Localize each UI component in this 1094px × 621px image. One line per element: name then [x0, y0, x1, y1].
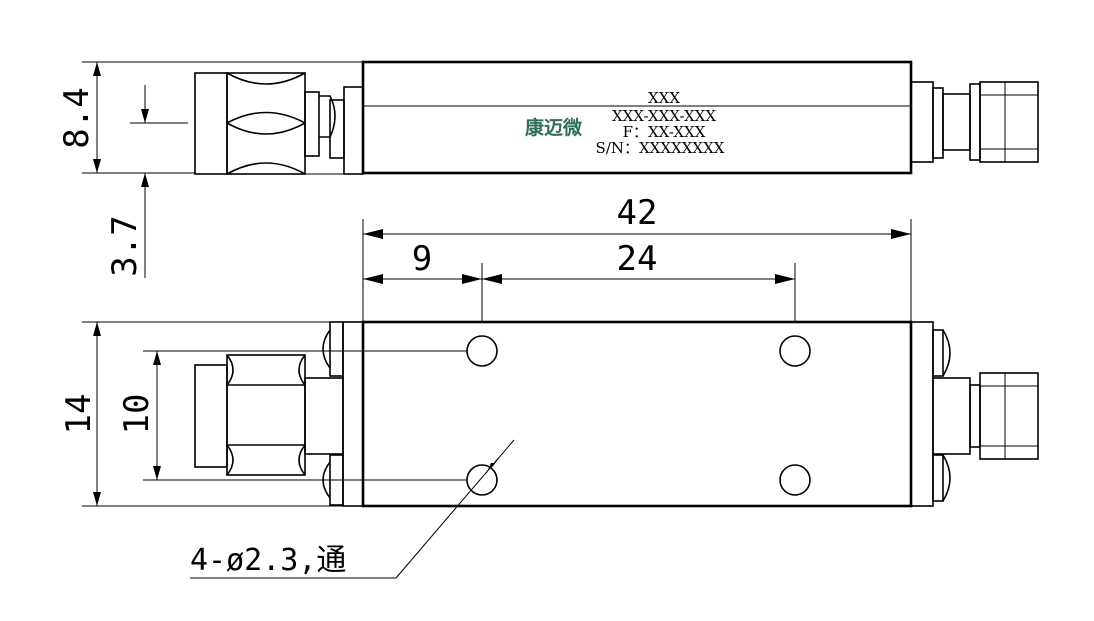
- label-line-2: XXX-XXX-XXX: [612, 107, 716, 125]
- side-left-connector: [194, 72, 364, 175]
- mounting-hole-1: [466, 335, 498, 367]
- label-line-4: S/N：XXXXXXXX: [596, 139, 725, 157]
- dim-hole-offset: 9: [363, 239, 483, 322]
- dim-overall-length-label: 42: [617, 193, 658, 233]
- dim-height-side: 8.4: [57, 61, 363, 174]
- dim-hole-offset-label: 9: [412, 239, 432, 279]
- dim-hole-pitch: 24: [482, 239, 796, 322]
- dim-overall-width: 14: [59, 321, 343, 507]
- dim-hole-span-label: 10: [117, 394, 157, 435]
- side-view: 康迈微 XXX XXX-XXX-XXX F：XX-XXX S/N：XXXXXXX…: [57, 60, 1039, 278]
- dim-hole-pitch-label: 24: [617, 239, 658, 279]
- label-logo: 康迈微: [525, 116, 583, 139]
- mounting-hole-4: [779, 464, 811, 496]
- label-line-3: F：XX-XXX: [623, 123, 706, 141]
- dim-offset-side-label: 3.7: [105, 215, 145, 276]
- plan-body: [361, 320, 913, 508]
- plan-left-connector: [194, 321, 364, 507]
- side-right-connector: [910, 81, 1039, 163]
- mounting-hole-2: [779, 335, 811, 367]
- hole-callout: 4-ø2.3,通: [190, 439, 515, 579]
- dim-overall-width-label: 14: [59, 394, 99, 435]
- dim-hole-span: 10: [117, 350, 467, 481]
- hole-callout-label: 4-ø2.3,通: [190, 543, 346, 578]
- dim-height-side-label: 8.4: [57, 87, 97, 148]
- dim-offset-side: 3.7: [105, 85, 188, 278]
- mounting-hole-3: [466, 464, 498, 496]
- plan-view: 14 10 4-ø2.3,通: [59, 320, 1039, 579]
- dim-overall-length: 42: [362, 193, 912, 322]
- plan-right-connector: [910, 321, 1039, 507]
- label-line-1: XXX: [648, 89, 680, 107]
